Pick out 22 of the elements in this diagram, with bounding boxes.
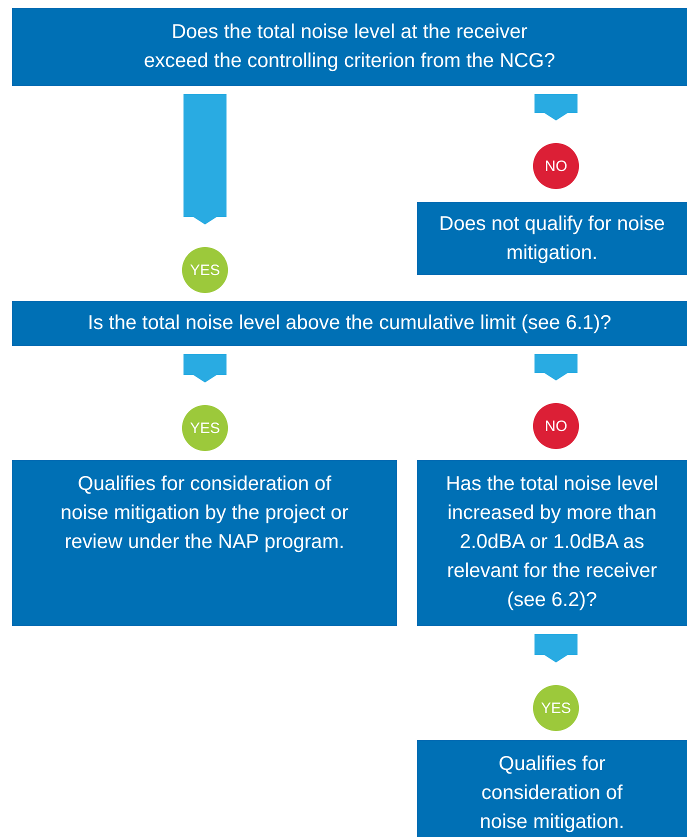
process-box (12, 8, 687, 86)
process-box (417, 202, 687, 275)
process-box (417, 460, 687, 626)
process-box (417, 740, 687, 837)
answer-circle (182, 405, 228, 451)
question-text: Qualifies for consideration of noise mitigation. (478, 752, 626, 835)
question-text: Has the total noise level increased by more than 2.0dBA or 1.0dBA as relevant for the receiver (see 6.2)? (444, 472, 660, 613)
answer-label: NO (544, 158, 568, 174)
process-box (12, 460, 397, 626)
question-text: Is the total noise level above the cumulative limit (see 6.1)? (88, 311, 612, 336)
answer-label: YES (540, 700, 571, 716)
answer-circle (533, 685, 579, 731)
answer-label: YES (190, 420, 220, 436)
answer-circle (533, 143, 579, 189)
question-text: Does not qualify for noise mitigation. (438, 212, 666, 266)
question-text: Does the total noise level at the receiver exceed the controlling criterion from the NCG? (142, 20, 556, 74)
question-text: Qualifies for consideration of noise mitigation by the project or review under the NAP program. (60, 472, 350, 555)
answer-circle (533, 403, 579, 449)
answer-label: NO (544, 418, 568, 434)
answer-label: YES (190, 262, 220, 278)
process-box (12, 301, 687, 346)
answer-circle (182, 247, 228, 293)
